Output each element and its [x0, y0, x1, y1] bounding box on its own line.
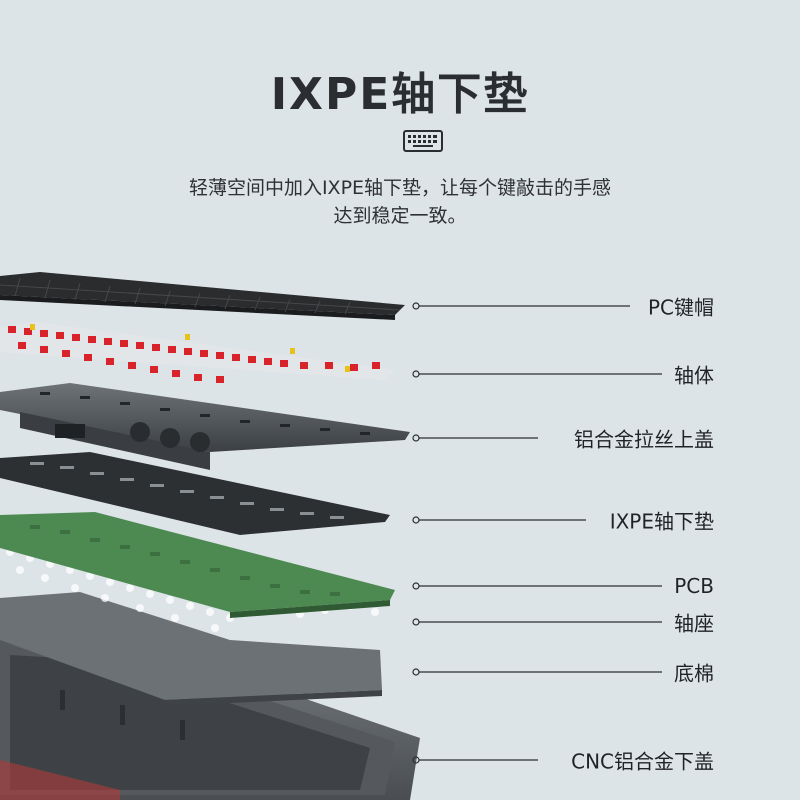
- switches: [0, 322, 395, 383]
- ixpe-pad: [0, 452, 390, 535]
- description: 轻薄空间中加入IXPE轴下垫，让每个键敲击的手感 达到稳定一致。: [0, 174, 800, 230]
- label-pcb: PCB: [674, 574, 714, 598]
- label-top-plate: 铝合金拉丝上盖: [574, 427, 714, 452]
- keyboard-icon: [403, 130, 443, 152]
- pcb-board: [0, 512, 395, 618]
- callout-lines: [412, 302, 662, 764]
- label-ixpe-pad: IXPE轴下垫: [609, 509, 714, 534]
- label-switches: 轴体: [674, 363, 714, 388]
- description-line-2: 达到稳定一致。: [333, 205, 467, 227]
- label-pc-keycaps: PC键帽: [647, 295, 714, 320]
- page-title: IXPE轴下垫: [270, 69, 530, 120]
- label-bottom-case: CNC铝合金下盖: [571, 749, 714, 774]
- bottom-foam: [0, 592, 382, 706]
- label-bottom-foam: 底棉: [674, 661, 714, 686]
- label-switch-sockets: 轴座: [674, 611, 714, 636]
- description-line-1: 轻薄空间中加入IXPE轴下垫，让每个键敲击的手感: [188, 177, 612, 199]
- keycaps: [0, 272, 405, 320]
- top-plate: [0, 383, 410, 470]
